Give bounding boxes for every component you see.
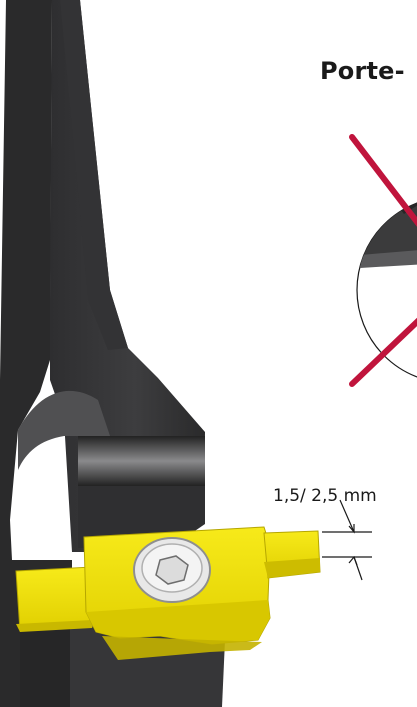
hex-screw-icon bbox=[133, 537, 211, 603]
dimension-marker bbox=[322, 499, 372, 581]
cross-icon bbox=[349, 134, 417, 387]
diagram-title: Porte- bbox=[320, 57, 405, 85]
tool-holder-groove bbox=[78, 436, 205, 486]
tool-holder-shoulder bbox=[18, 390, 110, 470]
dimension-label: 1,5/ 2,5 mm bbox=[273, 486, 377, 506]
cutting-insert bbox=[15, 526, 321, 660]
tool-holder-side bbox=[0, 0, 72, 707]
tool-holder-bevel bbox=[60, 0, 128, 350]
tool-holder-lower-side bbox=[20, 615, 70, 707]
